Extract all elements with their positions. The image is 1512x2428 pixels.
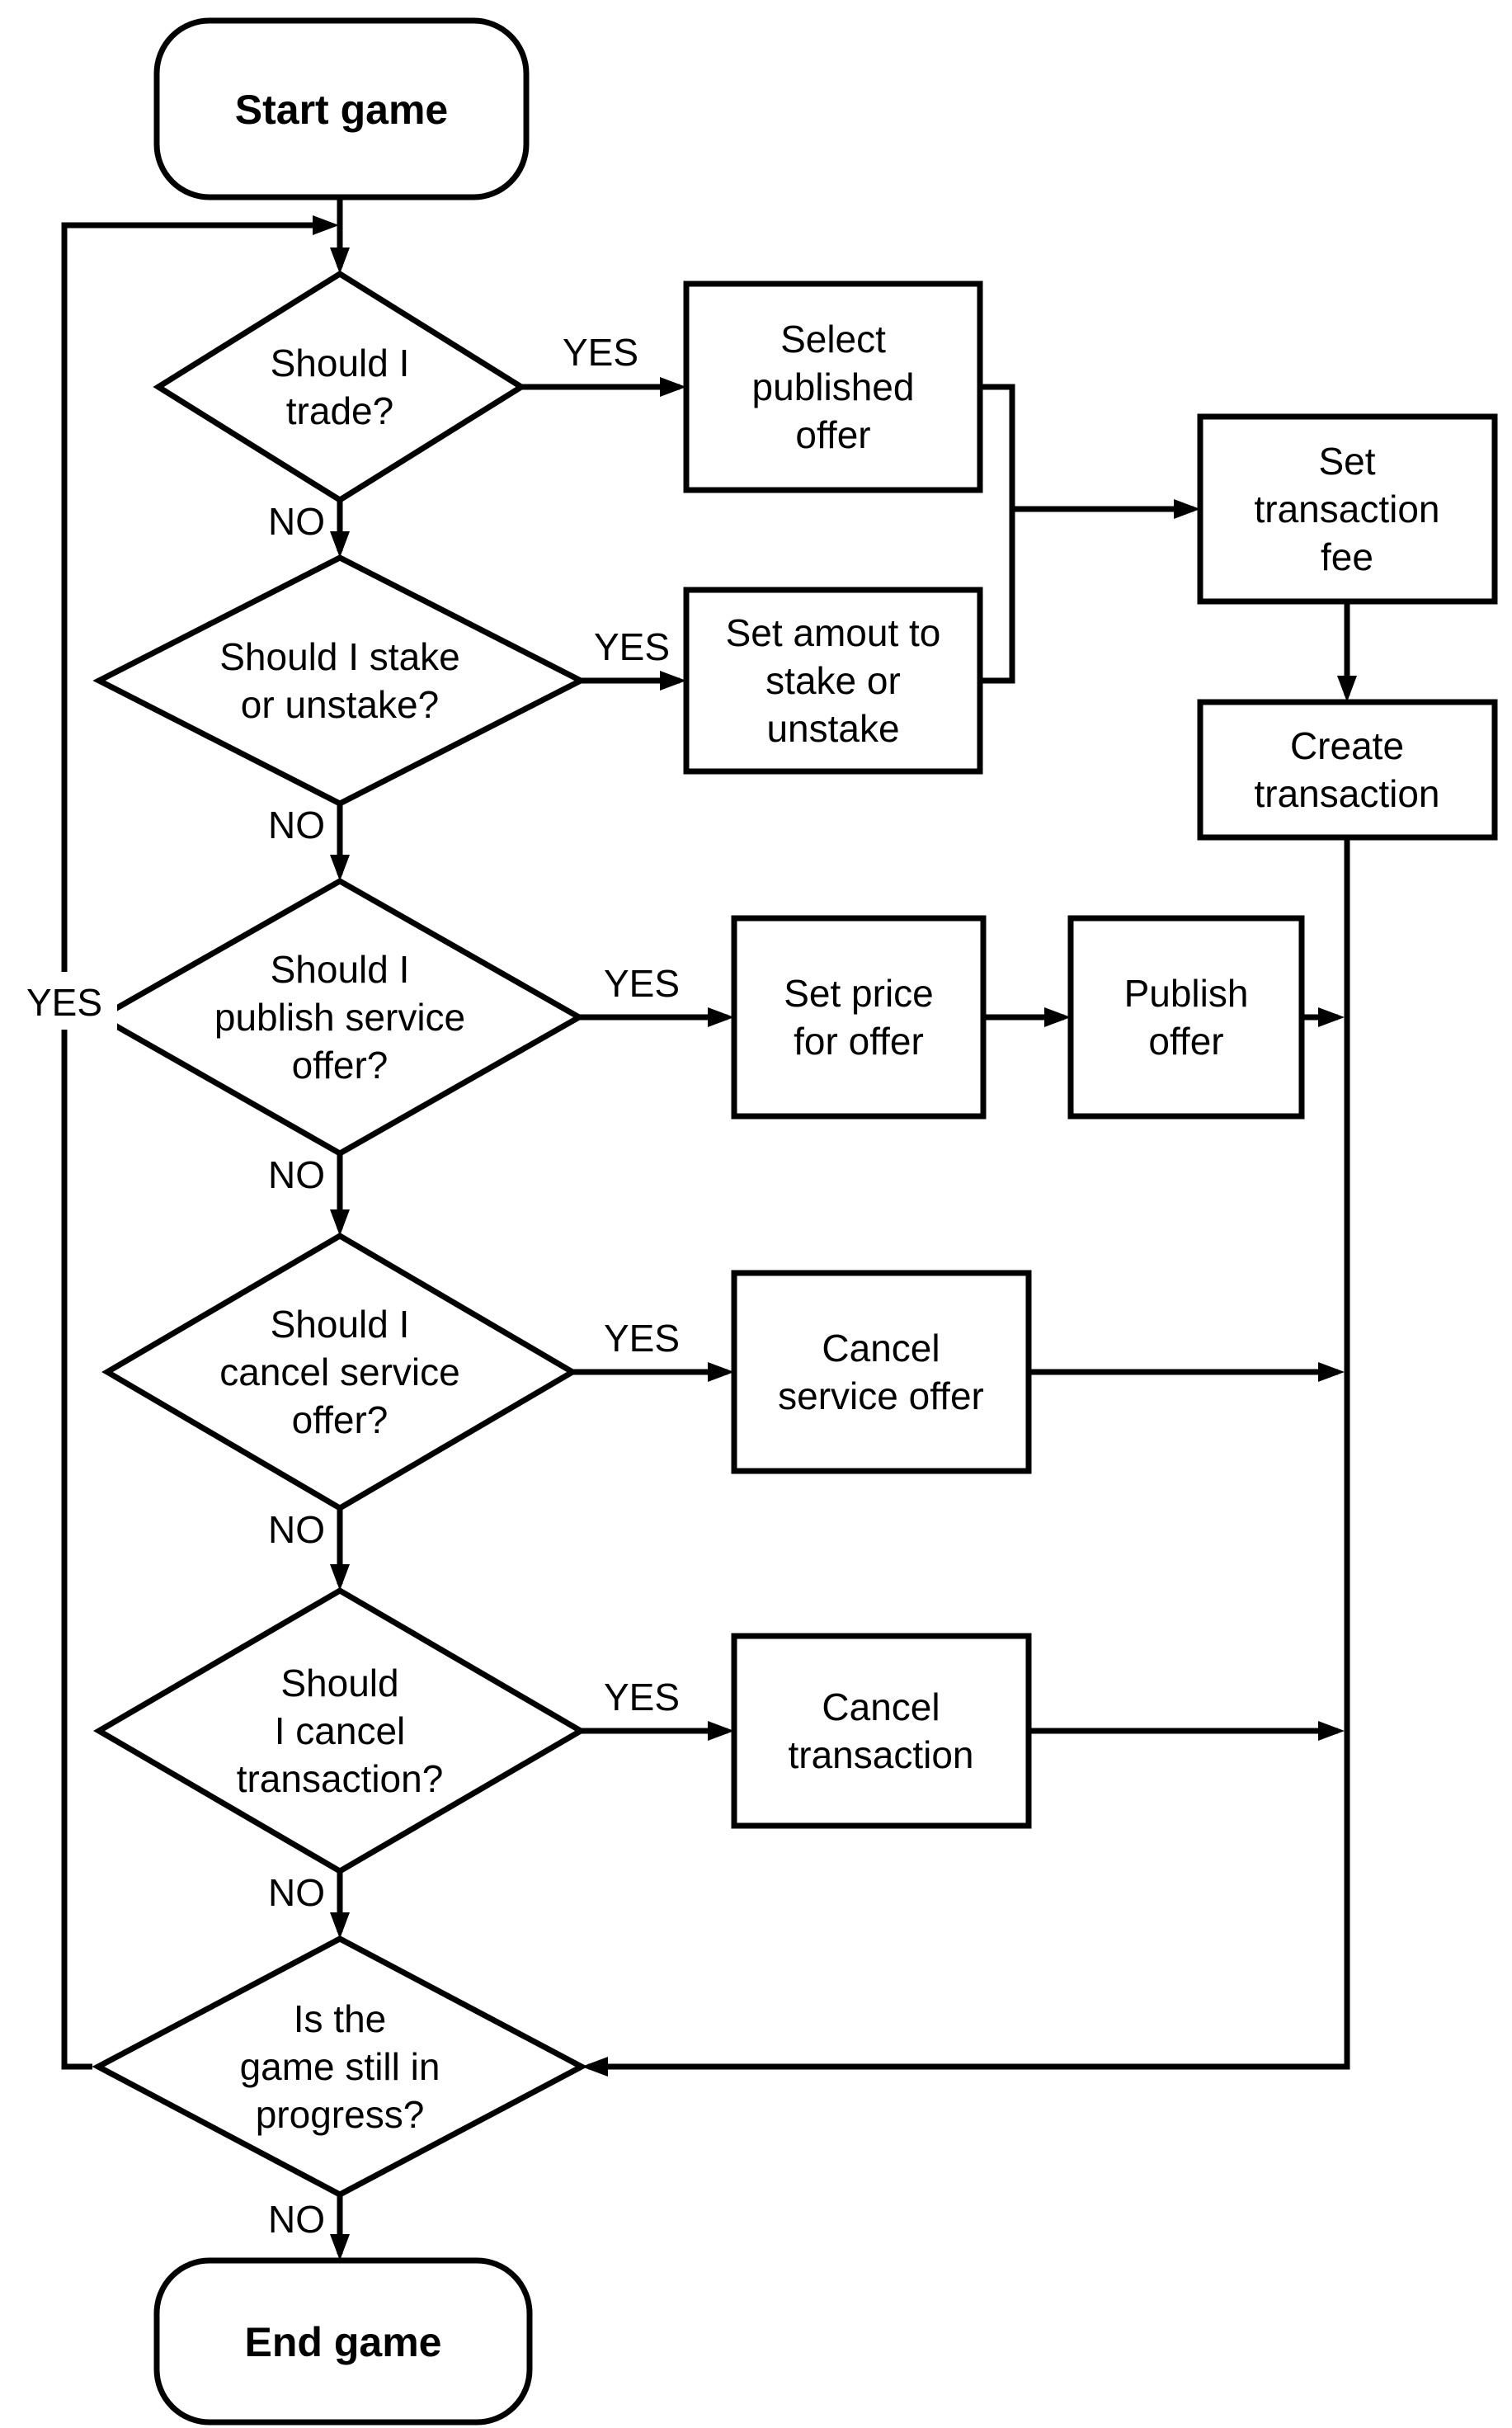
process-set-amount-to-stake-line3: unstake bbox=[766, 707, 899, 750]
arrowhead-yes-cancel-offer bbox=[708, 1362, 734, 1382]
process-publish-offer bbox=[1067, 915, 1305, 1120]
arrowhead-fee-to-create bbox=[1337, 676, 1357, 702]
arrowhead-cancel-offer-to-collector bbox=[1318, 1362, 1345, 1382]
process-publish-offer-line2: offer bbox=[1148, 1020, 1223, 1063]
end-terminator bbox=[153, 2257, 533, 2426]
decision-game-in-progress bbox=[92, 1935, 588, 2198]
start-terminator-label: Start game bbox=[235, 87, 448, 133]
arrowhead-cancel-tx-to-collector bbox=[1318, 1721, 1345, 1741]
arrowhead-start-to-trade bbox=[330, 248, 350, 274]
process-cancel-service-offer bbox=[731, 1270, 1032, 1474]
decision-game-in-progress-line3: progress? bbox=[256, 2093, 425, 2136]
decision-publish-service-offer-line3: offer? bbox=[292, 1044, 389, 1087]
arrowhead-no-cancel-tx bbox=[330, 1912, 350, 1939]
decision-stake-or-unstake-line2: or unstake? bbox=[241, 683, 439, 726]
decision-cancel-transaction bbox=[93, 1586, 586, 1875]
arrowhead-no-publish bbox=[330, 1209, 350, 1236]
decision-stake-or-unstake-line1: Should I stake bbox=[219, 635, 460, 678]
process-cancel-transaction bbox=[731, 1633, 1032, 1829]
connector-collector bbox=[588, 837, 1350, 2070]
decision-cancel-service-offer bbox=[101, 1232, 578, 1512]
label-yes-progress: YES bbox=[26, 981, 102, 1024]
arrowhead-publish-to-collector bbox=[1318, 1007, 1345, 1027]
process-set-amount-to-stake bbox=[683, 587, 983, 775]
arrowhead-yes-cancel-tx bbox=[708, 1721, 734, 1741]
process-create-transaction bbox=[1197, 699, 1498, 841]
process-set-amount-to-stake-line1: Set amout to bbox=[726, 611, 941, 654]
arrowhead-merge-to-fee bbox=[1174, 499, 1200, 519]
process-create-transaction-line2: transaction bbox=[1254, 772, 1439, 815]
decision-game-in-progress-line2: game still in bbox=[240, 2045, 440, 2088]
process-set-price-for-offer bbox=[731, 915, 987, 1120]
label-no-trade: NO bbox=[268, 500, 325, 543]
label-yes-stake: YES bbox=[594, 625, 670, 668]
decision-publish-service-offer-line1: Should I bbox=[271, 948, 410, 991]
process-set-transaction-fee-line2: transaction bbox=[1254, 488, 1439, 530]
label-yes-trade: YES bbox=[563, 331, 638, 374]
arrowhead-yes-stake bbox=[660, 671, 686, 691]
process-cancel-service-offer-line2: service offer bbox=[778, 1374, 984, 1417]
process-select-published-offer-line1: Select bbox=[780, 318, 886, 361]
decision-publish-service-offer bbox=[94, 877, 586, 1157]
arrowhead-yes-loop bbox=[313, 215, 339, 235]
label-yes-cancel-tx: YES bbox=[604, 1676, 680, 1718]
label-no-publish: NO bbox=[268, 1153, 325, 1196]
arrowhead-no-progress bbox=[330, 2234, 350, 2261]
decision-publish-service-offer-line2: publish service bbox=[214, 996, 465, 1039]
start-terminator bbox=[153, 17, 530, 200]
process-publish-offer-line1: Publish bbox=[1124, 972, 1249, 1015]
process-set-transaction-fee-line1: Set bbox=[1318, 440, 1375, 483]
process-set-price-for-offer-line2: for offer bbox=[794, 1020, 924, 1063]
process-set-price-for-offer-line1: Set price bbox=[784, 972, 934, 1015]
decision-cancel-transaction-line3: transaction? bbox=[237, 1757, 444, 1800]
label-yes-progress-mask bbox=[12, 972, 117, 1030]
arrowhead-collector-to-progress bbox=[582, 2057, 608, 2077]
end-terminator-label: End game bbox=[245, 2319, 442, 2365]
label-no-cancel-offer: NO bbox=[268, 1508, 325, 1551]
decision-should-i-trade-line2: trade? bbox=[286, 389, 393, 432]
decision-cancel-service-offer-line3: offer? bbox=[292, 1398, 389, 1441]
decision-game-in-progress-line1: Is the bbox=[294, 1997, 387, 2040]
process-set-amount-to-stake-line2: stake or bbox=[765, 659, 901, 702]
process-create-transaction-line1: Create bbox=[1290, 724, 1404, 767]
process-set-transaction-fee-line3: fee bbox=[1321, 535, 1373, 578]
decision-cancel-service-offer-line2: cancel service bbox=[219, 1351, 459, 1393]
decision-should-i-trade bbox=[153, 270, 527, 504]
label-no-stake: NO bbox=[268, 804, 325, 846]
process-select-published-offer-line2: published bbox=[752, 365, 915, 408]
label-yes-cancel-offer: YES bbox=[604, 1317, 680, 1360]
label-no-cancel-tx: NO bbox=[268, 1871, 325, 1914]
arrowhead-yes-trade bbox=[660, 377, 686, 397]
decision-cancel-service-offer-line1: Should I bbox=[271, 1303, 410, 1346]
process-cancel-transaction-line2: transaction bbox=[788, 1733, 973, 1776]
decision-should-i-trade-line1: Should I bbox=[271, 342, 410, 384]
process-set-transaction-fee bbox=[1197, 413, 1498, 605]
arrowhead-no-trade bbox=[330, 531, 350, 558]
connector-yes-loop bbox=[61, 222, 328, 2070]
arrowhead-no-stake bbox=[330, 855, 350, 881]
process-select-published-offer bbox=[683, 281, 983, 493]
process-cancel-service-offer-line1: Cancel bbox=[822, 1327, 940, 1370]
label-yes-publish: YES bbox=[604, 962, 680, 1005]
decision-cancel-transaction-line2: I cancel bbox=[275, 1709, 406, 1752]
decision-cancel-transaction-line1: Should bbox=[280, 1662, 398, 1704]
process-cancel-transaction-line1: Cancel bbox=[822, 1685, 940, 1728]
process-select-published-offer-line3: offer bbox=[795, 413, 870, 456]
arrowhead-price-to-publish bbox=[1044, 1007, 1071, 1027]
arrowhead-no-cancel-offer bbox=[330, 1564, 350, 1591]
arrowhead-yes-publish bbox=[708, 1007, 734, 1027]
connector-merge-bracket bbox=[980, 384, 1015, 684]
label-no-progress: NO bbox=[268, 2198, 325, 2241]
decision-stake-or-unstake bbox=[92, 554, 587, 807]
